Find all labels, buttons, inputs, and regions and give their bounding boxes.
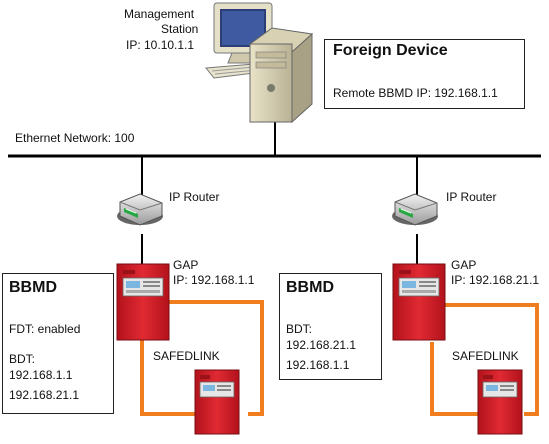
- safedlink-loop-left: [140, 300, 264, 416]
- bbmd-bdt-entry-right-2: 192.168.1.1: [286, 358, 350, 372]
- bbmd-fdt-left: FDT: enabled: [9, 322, 81, 336]
- ethernet-network-label: Ethernet Network: 100: [15, 131, 135, 145]
- bbmd-bdt-entry-left-2: 192.168.21.1: [9, 388, 80, 402]
- safedlink-panel-icon-right: [477, 369, 523, 435]
- bbmd-title-left: BBMD: [9, 279, 57, 296]
- foreign-device-remote-bbmd: Remote BBMD IP: 192.168.1.1: [333, 86, 498, 100]
- bbmd-title-right: BBMD: [286, 279, 334, 296]
- bbmd-box-left: BBMD FDT: enabled BDT: 192.168.1.1 192.1…: [2, 273, 114, 414]
- station-ip: IP: 10.10.1.1: [126, 38, 195, 52]
- monitor-icon: [213, 2, 273, 64]
- management-station-icon: [205, 2, 314, 124]
- ip-router-icon-left: [116, 193, 164, 226]
- gap-ip-right: IP: 192.168.21.1: [451, 273, 540, 287]
- computer-tower-icon: [248, 27, 314, 124]
- foreign-device-box: Foreign Device Remote BBMD IP: 192.168.1…: [324, 39, 525, 109]
- gap-panel-icon-right: [392, 263, 446, 341]
- safedlink-loop-right: [430, 303, 539, 416]
- station-label-line2: Station: [161, 22, 199, 36]
- foreign-device-title: Foreign Device: [333, 42, 448, 59]
- gap-label-right: GAP: [451, 258, 477, 272]
- gap-panel-icon-left: [116, 263, 170, 341]
- bbmd-bdt-entry-left-1: 192.168.1.1: [9, 368, 73, 382]
- gap-label-left: GAP: [173, 258, 199, 272]
- bbmd-bdt-label-left: BDT:: [9, 352, 36, 366]
- ip-router-icon-right: [391, 193, 439, 226]
- gap-ip-left: IP: 192.168.1.1: [173, 273, 255, 287]
- station-label-line1: Management: [124, 7, 195, 21]
- bbmd-box-right: BBMD BDT: 192.168.21.1 192.168.1.1: [279, 273, 382, 380]
- safedlink-label-right: SAFEDLINK: [452, 349, 519, 363]
- bbmd-bdt-label-right: BDT:: [286, 322, 313, 336]
- bbmd-bdt-entry-right-1: 192.168.21.1: [286, 338, 357, 352]
- ip-router-label-left: IP Router: [169, 190, 220, 204]
- safedlink-label-left: SAFEDLINK: [153, 349, 220, 363]
- ip-router-label-right: IP Router: [446, 190, 497, 204]
- safedlink-panel-icon-left: [194, 369, 240, 435]
